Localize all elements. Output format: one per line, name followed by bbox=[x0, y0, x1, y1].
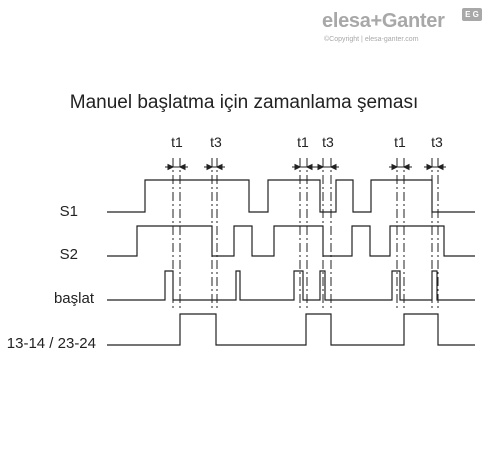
waveform-s2 bbox=[107, 225, 475, 257]
interval-arrow-t1 bbox=[389, 163, 412, 171]
signal-label-s1: S1 bbox=[60, 203, 78, 220]
marker-label-t3: t3 bbox=[210, 134, 222, 150]
waveform-baslat bbox=[107, 270, 475, 301]
waveform-s1 bbox=[107, 179, 475, 213]
waveform-contacts bbox=[107, 313, 475, 346]
brand-badge: E G bbox=[462, 8, 482, 21]
marker-label-t3: t3 bbox=[322, 134, 334, 150]
marker-label-t1: t1 bbox=[171, 134, 183, 150]
interval-arrow-t3 bbox=[315, 163, 339, 171]
interval-arrow-t1 bbox=[165, 163, 188, 171]
marker-label-t1: t1 bbox=[297, 134, 309, 150]
signal-label-baslat: başlat bbox=[54, 290, 95, 307]
signal-label-s2: S2 bbox=[60, 246, 78, 263]
interval-arrow-t3 bbox=[424, 163, 446, 171]
marker-label-t3: t3 bbox=[431, 134, 443, 150]
copyright-text: ©Copyright | elesa-ganter.com bbox=[324, 36, 419, 43]
interval-arrow-t1 bbox=[292, 163, 315, 171]
brand-logo: elesa+Ganter E G ©Copyright | elesa-gant… bbox=[322, 8, 482, 48]
diagram-title: Manuel başlatma için zamanlama şeması bbox=[69, 92, 419, 113]
interval-arrow-t3 bbox=[204, 163, 225, 171]
signal-label-contacts: 13-14 / 23-24 bbox=[7, 335, 96, 352]
brand-name: elesa+Ganter bbox=[322, 10, 445, 32]
marker-label-t1: t1 bbox=[394, 134, 406, 150]
